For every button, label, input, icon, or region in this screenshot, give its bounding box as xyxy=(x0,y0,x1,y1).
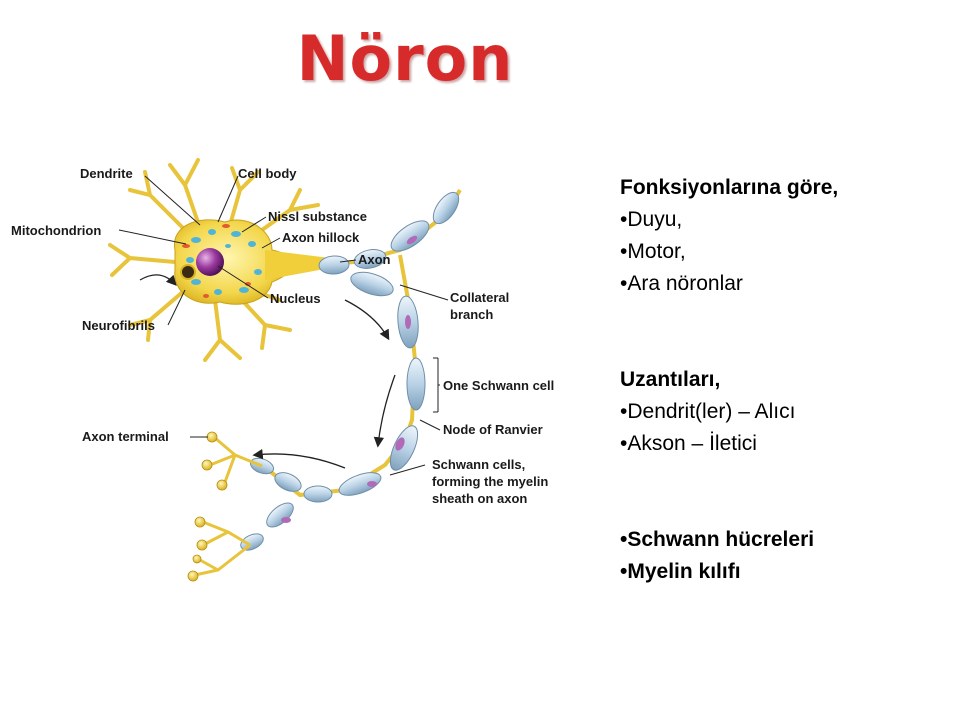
extensions-heading: Uzantıları, xyxy=(620,368,721,391)
label-axon-hillock: Axon hillock xyxy=(282,230,360,245)
neuron-diagram: Dendrite Cell body Nissl substance Mitoc… xyxy=(11,158,554,582)
label-nucleus: Nucleus xyxy=(270,291,321,306)
function-block: Fonksiyonlarına göre, •Duyu, •Motor, •Ar… xyxy=(620,172,838,300)
label-schwann-cells-2: forming the myelin xyxy=(432,474,548,489)
nucleus-shape xyxy=(196,248,224,276)
label-neurofibrils: Neurofibrils xyxy=(82,318,155,333)
mitochondrion-shape xyxy=(180,264,196,280)
mitochondria xyxy=(182,224,251,298)
label-axon: Axon xyxy=(358,252,391,267)
leader-lines xyxy=(118,175,449,476)
terminal-knobs xyxy=(187,431,228,582)
label-nissl-substance: Nissl substance xyxy=(268,209,367,224)
slide-title: Nöron xyxy=(296,22,514,95)
function-item: •Motor, xyxy=(620,240,686,263)
axon-terminals xyxy=(194,436,263,577)
label-dendrite: Dendrite xyxy=(80,166,133,181)
function-item: •Ara nöronlar xyxy=(620,272,743,295)
function-item: •Duyu, xyxy=(620,208,683,231)
label-branch: branch xyxy=(450,307,493,322)
extra-block: •Schwann hücreleri •Myelin kılıfı xyxy=(620,524,814,588)
label-node-of-ranvier: Node of Ranvier xyxy=(443,422,543,437)
extensions-item: •Akson – İletici xyxy=(620,432,757,455)
extra-item: •Schwann hücreleri xyxy=(620,528,815,551)
extensions-item: •Dendrit(ler) – Alıcı xyxy=(620,400,796,423)
extra-item: •Myelin kılıfı xyxy=(620,560,741,583)
schwann-nuclei xyxy=(281,235,418,523)
label-one-schwann-cell: One Schwann cell xyxy=(443,378,554,393)
label-schwann-cells-1: Schwann cells, xyxy=(432,457,525,472)
nissl-dots xyxy=(186,229,262,295)
label-cell-body: Cell body xyxy=(238,166,297,181)
label-mitochondrion: Mitochondrion xyxy=(11,223,101,238)
function-heading: Fonksiyonlarına göre, xyxy=(620,176,839,199)
label-schwann-cells-3: sheath on axon xyxy=(432,491,527,506)
axon-hillock xyxy=(265,250,330,280)
label-axon-terminal: Axon terminal xyxy=(82,429,169,444)
extensions-block: Uzantıları, •Dendrit(ler) – Alıcı •Akson… xyxy=(620,364,795,460)
label-collateral: Collateral xyxy=(450,290,509,305)
flow-arrows xyxy=(139,274,396,469)
